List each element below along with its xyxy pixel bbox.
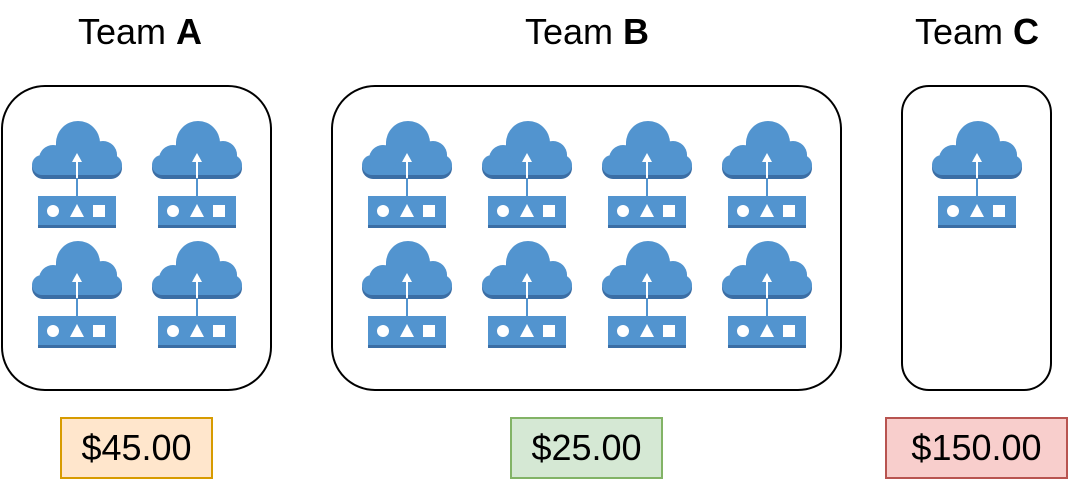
team-b-instance-4: [721, 121, 813, 229]
team-b-title: Team B: [497, 12, 677, 52]
cloud-upload-icon: [932, 121, 1022, 228]
team-b-prefix: Team: [524, 11, 624, 52]
team-a-box: [1, 85, 272, 391]
cloud-upload-icon: [722, 121, 812, 228]
team-a-cost-badge: $45.00: [60, 417, 213, 479]
team-c-instance-1: [931, 121, 1023, 229]
cloud-upload-icon: [152, 241, 242, 348]
team-a-instance-4: [151, 241, 243, 349]
cloud-upload-icon: [362, 241, 452, 348]
team-b-letter: B: [623, 11, 650, 52]
team-a-title: Team A: [50, 12, 230, 52]
team-b-instance-2: [481, 121, 573, 229]
cloud-upload-icon: [152, 121, 242, 228]
team-b-cost-badge: $25.00: [510, 417, 663, 479]
team-c-cost-badge: $150.00: [885, 417, 1068, 479]
cloud-upload-icon: [32, 121, 122, 228]
team-b-instance-1: [361, 121, 453, 229]
team-b-cost: $25.00: [531, 427, 642, 468]
cloud-upload-icon: [362, 121, 452, 228]
team-b-instance-7: [601, 241, 693, 349]
team-b-instance-3: [601, 121, 693, 229]
cloud-upload-icon: [602, 241, 692, 348]
team-b-instance-8: [721, 241, 813, 349]
team-a-instance-3: [31, 241, 123, 349]
team-a-letter: A: [176, 11, 203, 52]
team-c-letter: C: [1013, 11, 1040, 52]
cloud-upload-icon: [722, 241, 812, 348]
team-a-instance-2: [151, 121, 243, 229]
team-a-cost: $45.00: [81, 427, 192, 468]
team-c-title: Team C: [887, 12, 1067, 52]
cloud-upload-icon: [482, 241, 572, 348]
team-c-box: [901, 85, 1052, 391]
team-a-instance-1: [31, 121, 123, 229]
team-a-prefix: Team: [77, 11, 177, 52]
cloud-upload-icon: [482, 121, 572, 228]
cloud-upload-icon: [32, 241, 122, 348]
team-c-prefix: Team: [914, 11, 1014, 52]
team-b-instance-5: [361, 241, 453, 349]
cloud-upload-icon: [602, 121, 692, 228]
team-b-box: [331, 85, 842, 391]
team-b-instance-6: [481, 241, 573, 349]
team-c-cost: $150.00: [911, 427, 1042, 468]
